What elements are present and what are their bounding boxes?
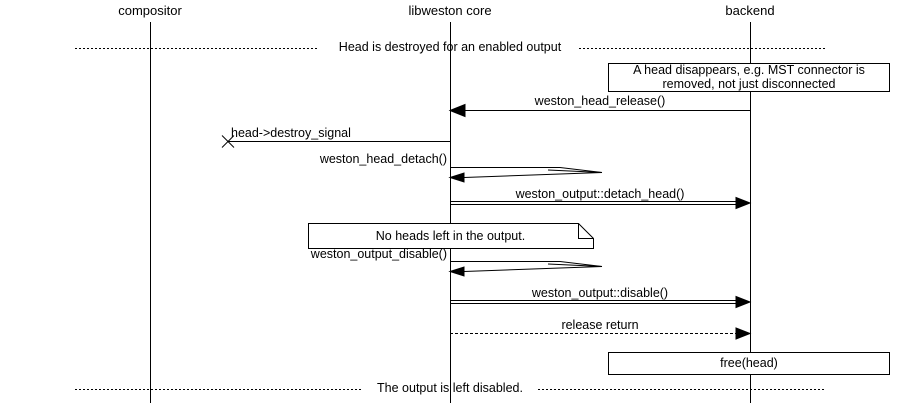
participant-compositor: compositor <box>118 3 182 18</box>
message-label-detach-head: weston_output::detach_head() <box>515 187 685 201</box>
self-arrow-head-detach-barb <box>547 169 603 173</box>
divider-top-label: Head is destroyed for an enabled output <box>338 40 562 54</box>
note-line-1: A head disappears, e.g. MST connector is <box>633 63 865 77</box>
self-arrow-head-detach-return <box>463 172 603 178</box>
self-arrow-output-disable-barb <box>547 263 603 267</box>
action-box-free-head: free(head) <box>608 352 890 375</box>
participant-backend: backend <box>725 3 775 18</box>
note-head-disappears: A head disappears, e.g. MST connector is… <box>608 63 890 92</box>
note-line-2: removed, not just disconnected <box>662 76 836 91</box>
self-arrow-output-disable <box>450 261 603 267</box>
arrowhead-left <box>448 266 465 277</box>
message-label-output-disable: weston_output::disable() <box>531 286 669 300</box>
arrowhead-right <box>735 196 752 210</box>
note-fold <box>578 223 594 239</box>
message-label-head-detach: weston_head_detach() <box>319 152 447 166</box>
arrowhead-right <box>735 327 752 340</box>
self-arrow-output-disable-return <box>463 266 603 272</box>
arrowhead-left <box>448 103 466 118</box>
participant-libweston-core: libweston core <box>408 3 492 18</box>
message-label-release-return: release return <box>561 318 639 332</box>
self-arrow-head-detach <box>450 167 603 173</box>
lost-message-x <box>221 135 235 148</box>
note-shape <box>308 223 594 249</box>
message-label-destroy-signal: head->destroy_signal <box>231 126 351 140</box>
arrowhead-right <box>735 295 752 309</box>
note-no-heads-left: No heads left in the output. <box>375 228 526 243</box>
message-label-output-disable-call: weston_output_disable() <box>310 247 447 261</box>
divider-bottom-label: The output is left disabled. <box>377 381 523 395</box>
message-label-head-release: weston_head_release() <box>534 94 666 108</box>
arrowhead-left <box>448 172 465 183</box>
